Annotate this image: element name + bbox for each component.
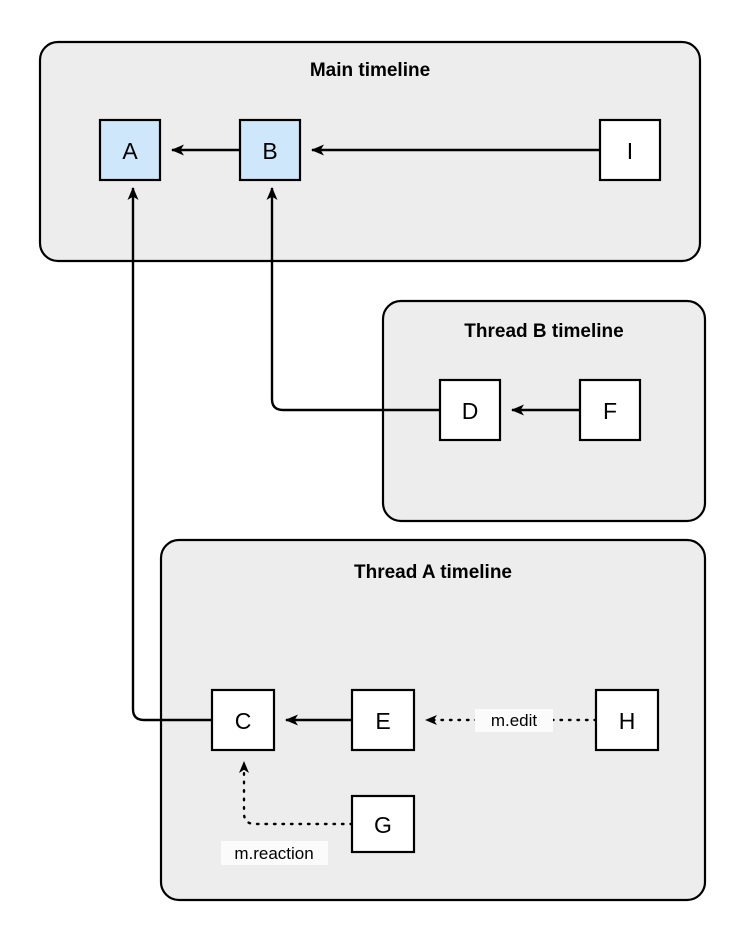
edge-label-m-reaction-text: m.reaction: [234, 844, 313, 863]
group-main-timeline-label: Main timeline: [310, 60, 430, 81]
group-thread-b-timeline-label: Thread B timeline: [464, 321, 623, 342]
node-a-label: A: [122, 138, 138, 164]
node-h-label: H: [619, 708, 636, 734]
node-g[interactable]: G: [350, 794, 416, 854]
edge-d-to-b[interactable]: [266, 187, 440, 412]
node-b-rect: [238, 118, 302, 182]
node-a[interactable]: A: [98, 118, 162, 182]
node-e-label: E: [375, 708, 390, 734]
node-a-rect: [98, 118, 162, 182]
node-d-rect: [438, 378, 502, 442]
edge-label-m-reaction: m.reaction: [221, 841, 328, 865]
edge-label-m-edit: m.edit: [475, 709, 553, 732]
node-i-rect: [598, 118, 662, 182]
node-c-rect: [210, 688, 276, 752]
group-main-timeline[interactable]: Main timeline: [38, 40, 702, 263]
group-thread-a-timeline-label: Thread A timeline: [354, 562, 512, 583]
node-f-rect: [578, 378, 642, 442]
node-i-label: I: [627, 138, 633, 164]
node-h[interactable]: H: [594, 688, 660, 752]
node-g-rect: [350, 794, 416, 854]
node-i[interactable]: I: [598, 118, 662, 182]
edge-label-m-edit-bg: [475, 709, 553, 732]
node-c-label: C: [235, 708, 252, 734]
node-f[interactable]: F: [578, 378, 642, 442]
node-d[interactable]: D: [438, 378, 502, 442]
node-c[interactable]: C: [210, 688, 276, 752]
node-e-rect: [350, 688, 416, 752]
node-d-label: D: [462, 398, 479, 424]
edge-label-m-edit-text: m.edit: [491, 711, 538, 730]
node-b-label: B: [262, 138, 277, 164]
group-main-timeline-rect: [38, 40, 702, 263]
node-g-label: G: [374, 812, 392, 838]
node-b[interactable]: B: [238, 118, 302, 182]
node-e[interactable]: E: [350, 688, 416, 752]
edge-label-m-reaction-bg: [221, 841, 328, 865]
node-h-rect: [594, 688, 660, 752]
node-f-label: F: [603, 398, 617, 424]
edge-c-to-a[interactable]: [127, 187, 212, 722]
